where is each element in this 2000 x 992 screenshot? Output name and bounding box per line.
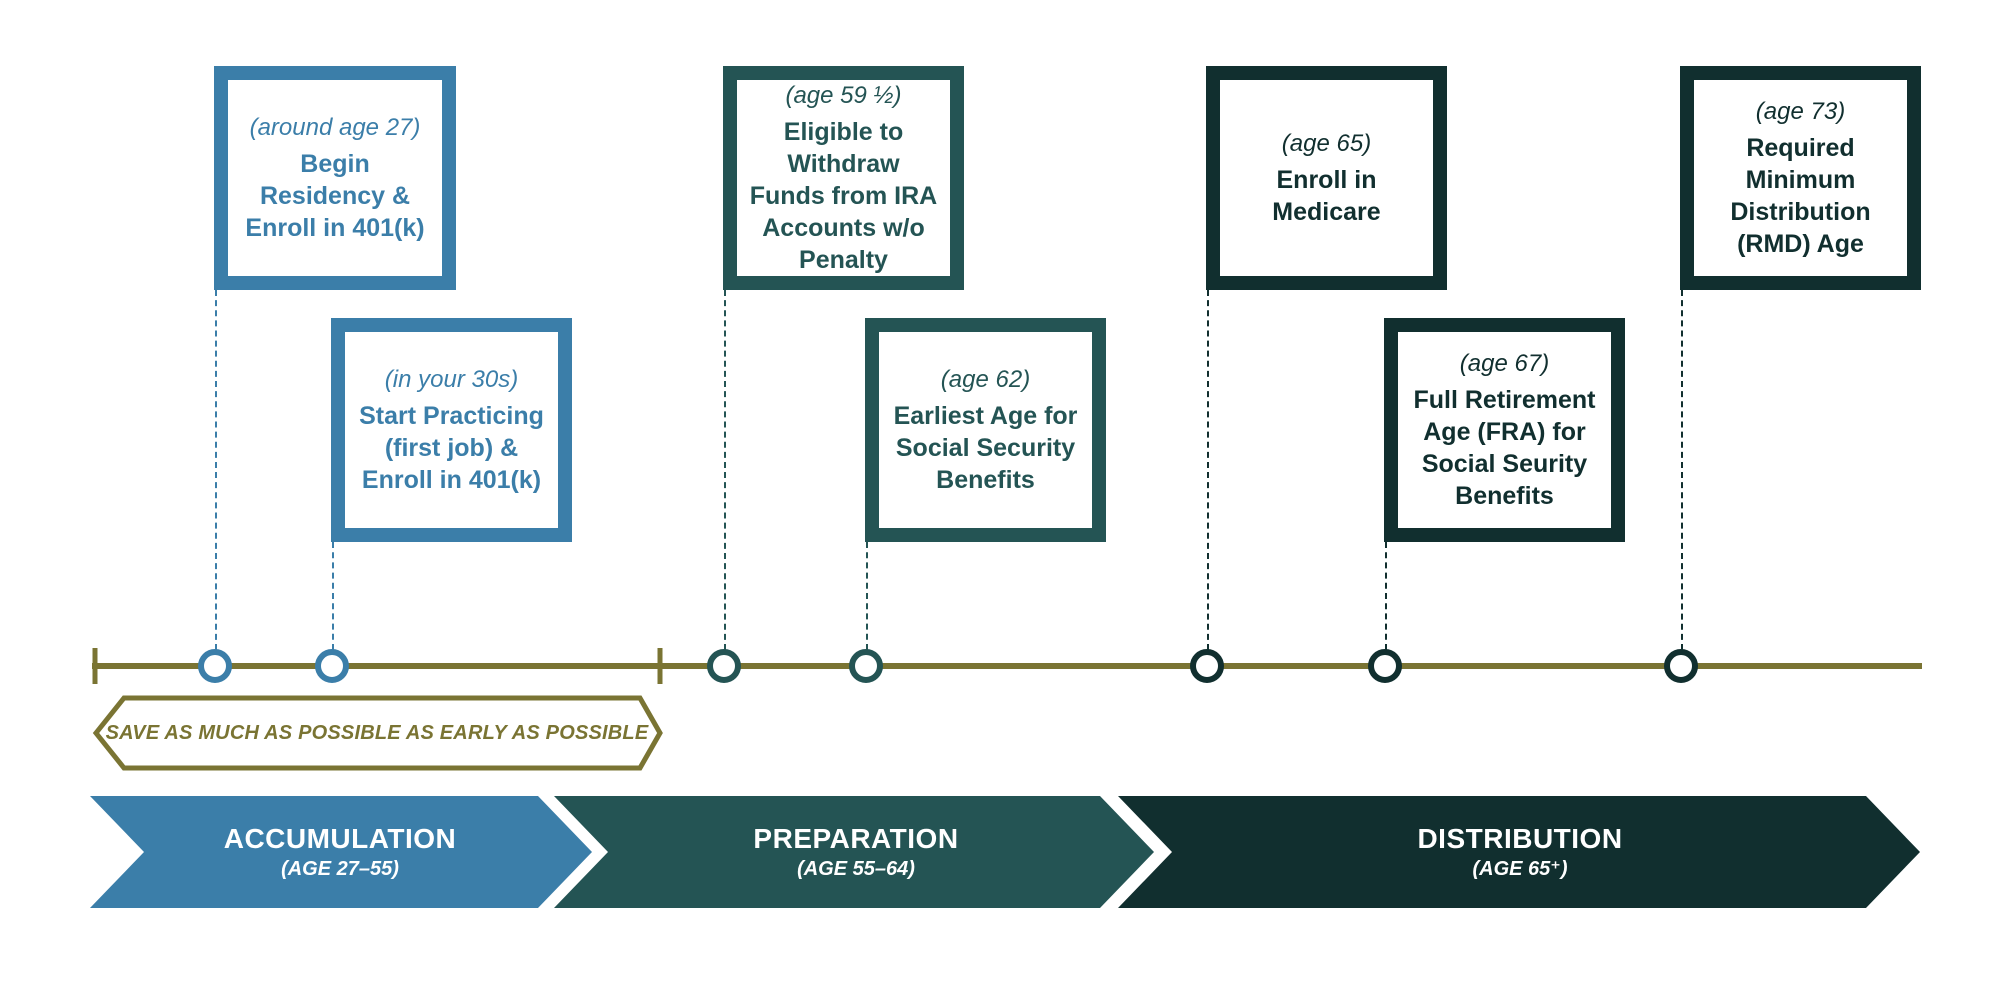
milestone-card-medicare: (age 65) Enroll in Medicare	[1206, 66, 1447, 290]
phase-preparation-chevron	[554, 796, 1154, 908]
milestone-card-rmd-age: (age 73) Required Minimum Distribution (…	[1680, 66, 1921, 290]
milestone-title: Begin Residency & Enroll in 401(k)	[245, 150, 425, 242]
milestone-age: (age 59 ½)	[785, 82, 902, 109]
milestone-card-begin-residency: (around age 27) Begin Residency & Enroll…	[214, 66, 456, 290]
phase-accumulation-chevron	[90, 796, 592, 908]
milestone-title: Enroll in Medicare	[1272, 166, 1381, 226]
save-banner-shape	[92, 695, 663, 771]
timeline-marker-7	[1664, 649, 1698, 683]
phase-name: DISTRIBUTION	[1417, 823, 1623, 854]
milestone-stem-2	[332, 542, 334, 650]
save-banner-text: SAVE AS MUCH AS POSSIBLE AS EARLY AS POS…	[105, 721, 649, 744]
milestone-stem-6	[1385, 542, 1387, 650]
milestone-card-start-practicing: (in your 30s) Start Practicing (first jo…	[331, 318, 572, 542]
phase-range: (AGE 27–55)	[281, 858, 399, 880]
milestone-stem-7	[1681, 290, 1683, 650]
milestone-age: (age 67)	[1459, 350, 1550, 377]
milestone-title: Start Practicing (first job) & Enroll in…	[359, 402, 544, 494]
milestone-stem-1	[215, 290, 217, 650]
milestone-card-ira-withdraw: (age 59 ½) Eligible to Withdraw Funds fr…	[723, 66, 964, 290]
milestone-card-earliest-social-security: (age 62) Earliest Age for Social Securit…	[865, 318, 1106, 542]
phase-name: ACCUMULATION	[223, 823, 457, 854]
milestone-age: (age 62)	[940, 366, 1031, 393]
timeline-marker-2	[315, 649, 349, 683]
phase-distribution-chevron	[1118, 796, 1920, 908]
phase-name: PREPARATION	[753, 823, 959, 854]
phase-accumulation: ACCUMULATION (AGE 27–55)	[130, 796, 550, 908]
milestone-stem-5	[1207, 290, 1209, 650]
phase-range: (AGE 55–64)	[797, 858, 915, 880]
milestone-title: Earliest Age for Social Security Benefit…	[893, 402, 1078, 494]
milestone-title: Required Minimum Distribution (RMD) Age	[1730, 134, 1871, 258]
timeline-marker-4	[849, 649, 883, 683]
timeline-marker-1	[198, 649, 232, 683]
milestone-age: (age 65)	[1281, 130, 1372, 157]
milestone-age: (around age 27)	[249, 114, 421, 141]
phase-preparation: PREPARATION (AGE 55–64)	[600, 796, 1112, 908]
timeline-marker-3	[707, 649, 741, 683]
milestone-stem-3	[724, 290, 726, 650]
milestone-title: Eligible to Withdraw Funds from IRA Acco…	[749, 118, 938, 274]
timeline-marker-5	[1190, 649, 1224, 683]
milestone-title: Full Retirement Age (FRA) for Social Seu…	[1413, 386, 1596, 510]
phase-range: (AGE 65⁺)	[1472, 858, 1568, 880]
timeline-marker-6	[1368, 649, 1402, 683]
phase-distribution: DISTRIBUTION (AGE 65⁺)	[1170, 796, 1870, 908]
milestone-age: (age 73)	[1755, 98, 1846, 125]
milestone-card-full-retirement-age: (age 67) Full Retirement Age (FRA) for S…	[1384, 318, 1625, 542]
milestone-stem-4	[866, 542, 868, 650]
milestone-age: (in your 30s)	[384, 366, 519, 393]
